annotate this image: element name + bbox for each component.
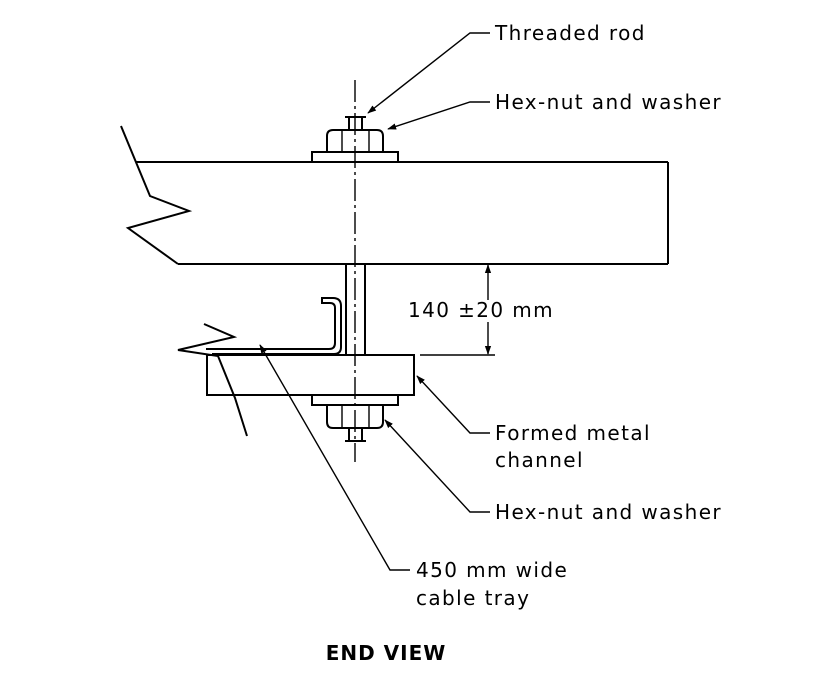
threaded-rod-leader [367, 32, 490, 114]
channel-leader [416, 375, 490, 434]
top-nut-leader [387, 101, 490, 130]
threaded-rod [345, 116, 366, 442]
cable-tray-leader [259, 344, 410, 571]
top-hex-nut-label: Hex-nut and washer [495, 90, 722, 114]
view-title: END VIEW [326, 641, 447, 665]
formed-channel-label-line1: Formed metal [495, 421, 651, 445]
formed-metal-channel [206, 354, 415, 396]
height-dimension [420, 264, 495, 356]
tray-break-line [177, 323, 248, 437]
dimension-label: 140 ±20 mm [408, 298, 554, 322]
beam-break-line [120, 125, 193, 265]
bottom-nut-leader [384, 419, 490, 513]
bottom-hex-nut-label: Hex-nut and washer [495, 500, 722, 524]
cable-tray-label-line1: 450 mm wide [416, 558, 568, 582]
cable-tray [177, 297, 342, 437]
cable-tray-label-line2: cable tray [416, 586, 530, 610]
threaded-rod-label: Threaded rod [494, 21, 646, 45]
upper-beam [120, 125, 669, 265]
formed-channel-label-line2: channel [495, 448, 584, 472]
